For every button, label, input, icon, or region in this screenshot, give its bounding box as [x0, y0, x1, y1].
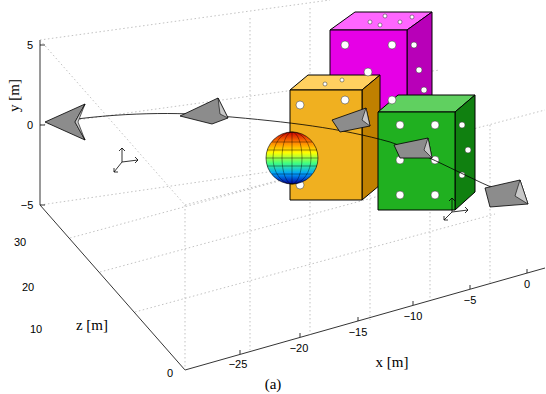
axis-label: y [m]: [7, 79, 22, 112]
x-tick: −5: [464, 295, 477, 306]
x-tick: −25: [229, 359, 248, 370]
y-tick: −5: [21, 200, 34, 211]
z-tick: 20: [22, 282, 34, 293]
x-tick: 0: [524, 279, 530, 290]
caption: (a): [265, 377, 282, 392]
y-tick: 5: [27, 40, 33, 51]
z-tick: 10: [30, 324, 42, 335]
x-tick: −20: [290, 343, 309, 354]
x-tick: −10: [404, 311, 423, 322]
axis-label: x [m]: [376, 355, 409, 370]
y-tick: 0: [27, 120, 33, 131]
z-tick: 30: [14, 237, 26, 248]
axis-label: z [m]: [76, 318, 108, 333]
x-tick: −15: [349, 327, 368, 338]
z-tick: 0: [167, 368, 173, 379]
